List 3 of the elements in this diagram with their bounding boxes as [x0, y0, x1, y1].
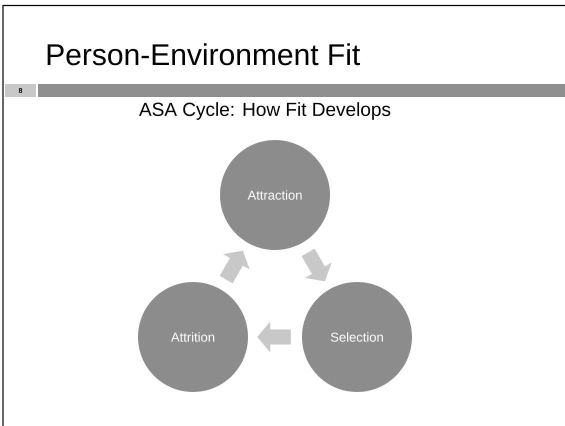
- block-arrow: [302, 248, 332, 282]
- slide-title: Person-Environment Fit: [48, 43, 360, 66]
- subtitle: ASA Cycle: How Fit Develops: [139, 102, 390, 120]
